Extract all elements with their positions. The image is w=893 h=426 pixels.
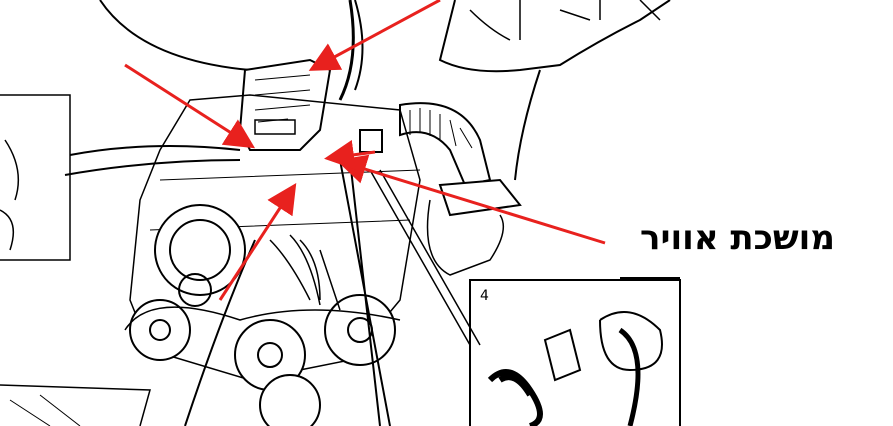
inset-bottom-right bbox=[469, 279, 681, 426]
arrow-icon bbox=[124, 63, 256, 149]
pulley bbox=[324, 294, 396, 366]
arrow-icon bbox=[218, 182, 297, 301]
arrow-icon bbox=[324, 139, 376, 170]
inset-top-right bbox=[438, 0, 671, 73]
pulley bbox=[129, 299, 191, 361]
pulley bbox=[259, 374, 321, 426]
inset-number: 4 bbox=[480, 288, 489, 304]
alternator bbox=[154, 204, 246, 296]
air-intake-label: מושכת אוויר bbox=[640, 218, 835, 258]
arrow-icon bbox=[308, 0, 441, 71]
intake-plenum bbox=[238, 58, 332, 151]
inset-left bbox=[0, 94, 71, 261]
air-hose bbox=[399, 102, 492, 187]
arrow-icon bbox=[336, 154, 606, 245]
inset-bottom-left bbox=[0, 384, 151, 426]
